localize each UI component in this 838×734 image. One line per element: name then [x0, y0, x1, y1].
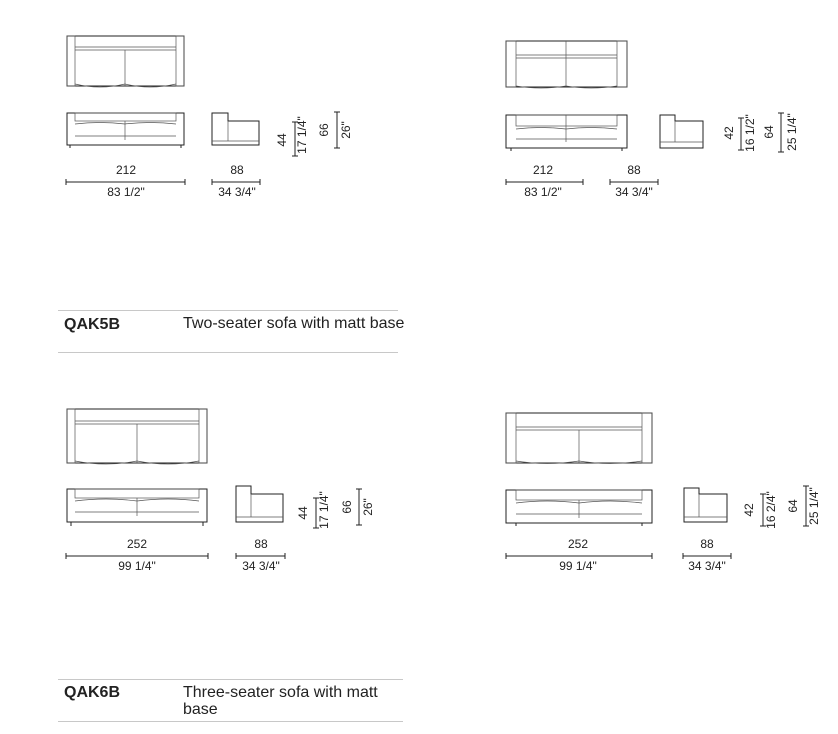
seat-height-cm: 44 [275, 133, 289, 147]
seat-height-cm: 44 [296, 506, 310, 520]
width-in: 99 1/4" [559, 559, 597, 573]
seat-height-dimension: 44 17 1/4" [275, 116, 309, 157]
width-in: 99 1/4" [118, 559, 156, 573]
front-view [66, 488, 208, 526]
seat-height-cm: 42 [742, 503, 756, 517]
height-cm: 66 [340, 500, 354, 514]
depth-in: 34 3/4" [688, 559, 726, 573]
width-in: 83 1/2" [107, 185, 145, 199]
depth-in: 34 3/4" [615, 185, 653, 199]
depth-dimension: 88 34 3/4" [609, 163, 659, 199]
divider-top-qak5b [58, 310, 398, 311]
seat-height-in: 16 1/2" [743, 114, 757, 152]
seat-height-dimension: 42 16 1/2" [722, 114, 757, 152]
sofa-drawing-qak5b-variant-1: 212 83 1/2" 88 34 3/4" 44 17 1/4" 66 26" [65, 35, 353, 199]
plan-view [66, 35, 185, 88]
height-cm: 66 [317, 123, 331, 137]
height-in: 26" [339, 121, 353, 139]
overall-height-dimension: 64 25 1/4" [786, 485, 821, 527]
product-code: QAK6B [64, 684, 121, 701]
divider-top-qak6b [58, 679, 403, 680]
overall-height-dimension: 66 26" [340, 488, 375, 526]
height-cm: 64 [786, 499, 800, 513]
side-view [683, 487, 728, 523]
seat-height-dimension: 42 16 2/4" [742, 491, 778, 529]
sofa-drawing-qak6b-variant-2: 252 99 1/4" 88 34 3/4" 42 16 2/4" 64 25 … [505, 412, 821, 573]
seat-height-in: 16 2/4" [764, 491, 778, 529]
plan-view [505, 40, 628, 89]
width-cm: 212 [116, 163, 136, 177]
divider-bottom-qak5b [58, 352, 398, 353]
product-description: Two-seater sofa with matt base [183, 315, 405, 332]
sofa-drawing-qak6b-variant-1: 252 99 1/4" 88 34 3/4" 44 17 1/4" 66 26" [65, 408, 375, 573]
overall-height-dimension: 64 25 1/4" [762, 112, 799, 153]
width-dimension: 212 83 1/2" [65, 163, 186, 199]
seat-height-in: 17 1/4" [317, 491, 331, 529]
overall-height-dimension: 66 26" [317, 111, 353, 149]
side-view [659, 114, 704, 149]
plan-view [505, 412, 653, 464]
width-dimension: 212 83 1/2" [505, 163, 584, 199]
seat-height-dimension: 44 17 1/4" [296, 491, 331, 529]
depth-cm: 88 [627, 163, 641, 177]
depth-cm: 88 [230, 163, 244, 177]
product-description: Three-seater sofa with matt base [183, 684, 378, 718]
height-in: 26" [361, 498, 375, 516]
front-view [505, 489, 653, 526]
width-in: 83 1/2" [524, 185, 562, 199]
height-cm: 64 [762, 125, 776, 139]
side-view [235, 485, 284, 523]
width-cm: 212 [533, 163, 553, 177]
width-cm: 252 [568, 537, 588, 551]
depth-cm: 88 [700, 537, 714, 551]
width-dimension: 252 99 1/4" [505, 537, 653, 573]
depth-dimension: 88 34 3/4" [235, 537, 286, 573]
plan-view [66, 408, 208, 465]
product-code: QAK5B [64, 316, 121, 333]
height-in: 25 1/4" [785, 113, 799, 151]
width-dimension: 252 99 1/4" [65, 537, 209, 573]
depth-dimension: 88 34 3/4" [682, 537, 732, 573]
seat-height-in: 17 1/4" [295, 116, 309, 154]
depth-dimension: 88 34 3/4" [211, 163, 261, 199]
front-view [505, 114, 628, 151]
height-in: 25 1/4" [807, 487, 821, 525]
width-cm: 252 [127, 537, 147, 551]
seat-height-cm: 42 [722, 126, 736, 140]
sofa-drawing-qak5b-variant-2: 212 83 1/2" 88 34 3/4" 42 16 1/2" 64 25 … [505, 40, 799, 199]
front-view [66, 112, 185, 148]
depth-cm: 88 [254, 537, 268, 551]
depth-in: 34 3/4" [242, 559, 280, 573]
divider-bottom-qak6b [58, 721, 403, 722]
side-view [211, 112, 260, 146]
depth-in: 34 3/4" [218, 185, 256, 199]
